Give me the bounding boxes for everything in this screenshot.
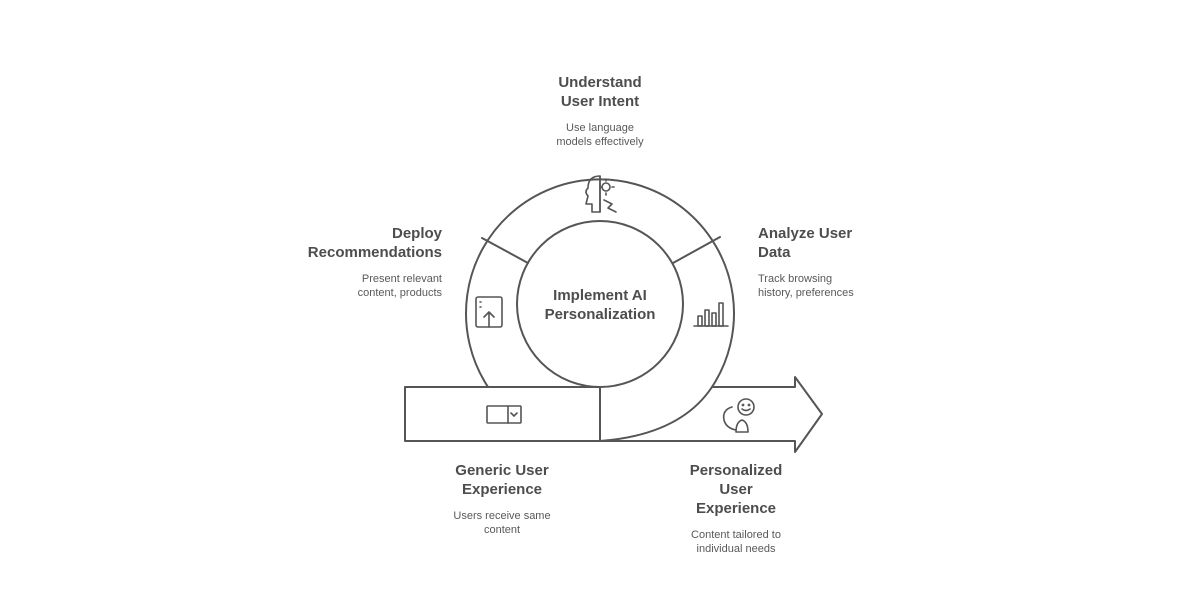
step-analyze-desc: Track browsing history, preferences bbox=[758, 273, 854, 299]
step-deploy: Deploy Recommendations Present relevant … bbox=[242, 224, 442, 300]
personalized-arrow bbox=[599, 376, 823, 453]
divider-right bbox=[672, 236, 721, 264]
step-analyze-title: Analyze User Data bbox=[758, 225, 853, 261]
step-deploy-desc: Present relevant content, products bbox=[357, 273, 442, 299]
step-personalized: Personalized User Experience Content tai… bbox=[636, 461, 836, 556]
upload-icon bbox=[475, 296, 503, 328]
ring-to-arrow-curve bbox=[599, 386, 713, 442]
step-understand-title: Understand User Intent bbox=[558, 74, 642, 110]
step-understand: Understand User Intent Use language mode… bbox=[500, 73, 700, 149]
dropdown-box-icon bbox=[486, 405, 522, 424]
step-personalized-desc: Content tailored to individual needs bbox=[691, 529, 781, 555]
step-generic: Generic User Experience Users receive sa… bbox=[402, 461, 602, 537]
generic-bar bbox=[404, 386, 601, 442]
step-generic-title: Generic User Experience bbox=[455, 462, 549, 498]
step-personalized-title: Personalized User Experience bbox=[689, 462, 783, 517]
bar-chart-icon bbox=[693, 302, 729, 327]
divider-left bbox=[481, 237, 529, 264]
chat-users-icon bbox=[722, 398, 755, 433]
step-generic-desc: Users receive same content bbox=[453, 510, 551, 536]
brain-gear-icon bbox=[585, 175, 617, 213]
step-analyze: Analyze User Data Track browsing history… bbox=[758, 224, 958, 300]
step-deploy-title: Deploy Recommendations bbox=[307, 225, 442, 261]
step-understand-desc: Use language models effectively bbox=[556, 122, 644, 148]
center-title: Implement AI Personalization bbox=[544, 287, 656, 323]
